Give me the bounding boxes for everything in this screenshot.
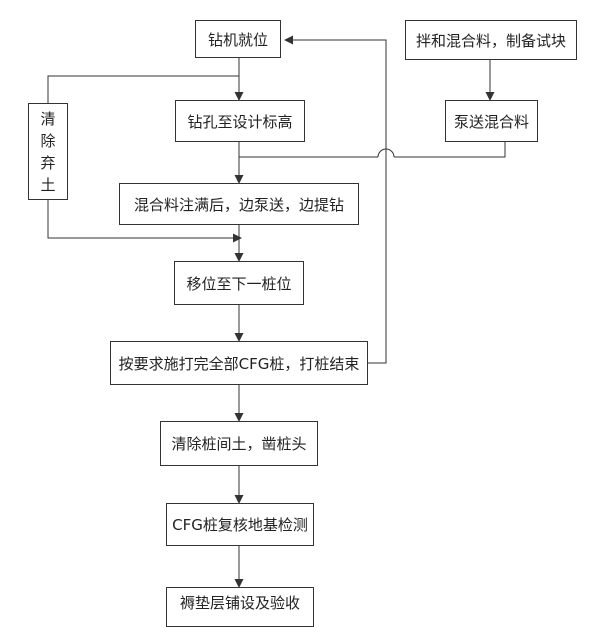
step-clear-soil-label: 清除桩间土，凿桩头 (171, 435, 307, 453)
step-last-partial-label: 褥垫层铺设及验收 (179, 594, 300, 612)
return-loop (284, 35, 387, 364)
step-pump-mix: 泵送混合料 (445, 100, 538, 142)
step-drill-position-label: 钻机就位 (207, 30, 268, 49)
step-move-next: 移位至下一桩位 (174, 261, 304, 305)
side-char-3: 弃 (40, 153, 56, 172)
pump-feed-line (394, 142, 506, 158)
side-char-4: 土 (40, 175, 56, 194)
spoil-top-line (47, 75, 239, 103)
step-inspection-label: CFG桩复核地基检测 (172, 516, 308, 534)
step-fill-pump-lift-label: 混合料注满后，边泵送，边提钻 (133, 195, 344, 214)
step-complete-all-label: 按要求施打完全部CFG桩，打桩结束 (118, 354, 360, 373)
side-char-1: 清 (40, 109, 56, 128)
step-last-partial: 褥垫层铺设及验收 (166, 587, 314, 627)
spoil-bottom-line (47, 200, 242, 243)
side-char-2: 除 (40, 131, 56, 150)
step-pump-mix-label: 泵送混合料 (453, 112, 529, 131)
step-drill-to-depth: 钻孔至设计标高 (175, 100, 305, 142)
step-drill-to-depth-label: 钻孔至设计标高 (187, 112, 293, 131)
step-clear-soil: 清除桩间土，凿桩头 (160, 421, 318, 466)
step-fill-pump-lift: 混合料注满后，边泵送，边提钻 (119, 183, 359, 225)
step-mix-prepare: 拌和混合料，制备试块 (405, 20, 577, 60)
step-mix-prepare-label: 拌和混合料，制备试块 (415, 31, 566, 50)
flow-connectors (47, 35, 506, 588)
step-inspection: CFG桩复核地基检测 (166, 503, 314, 546)
step-complete-all: 按要求施打完全部CFG桩，打桩结束 (110, 341, 368, 385)
side-clear-spoil: 清 除 弃 土 (28, 103, 68, 200)
step-move-next-label: 移位至下一桩位 (186, 274, 292, 293)
step-drill-position: 钻机就位 (195, 20, 281, 58)
